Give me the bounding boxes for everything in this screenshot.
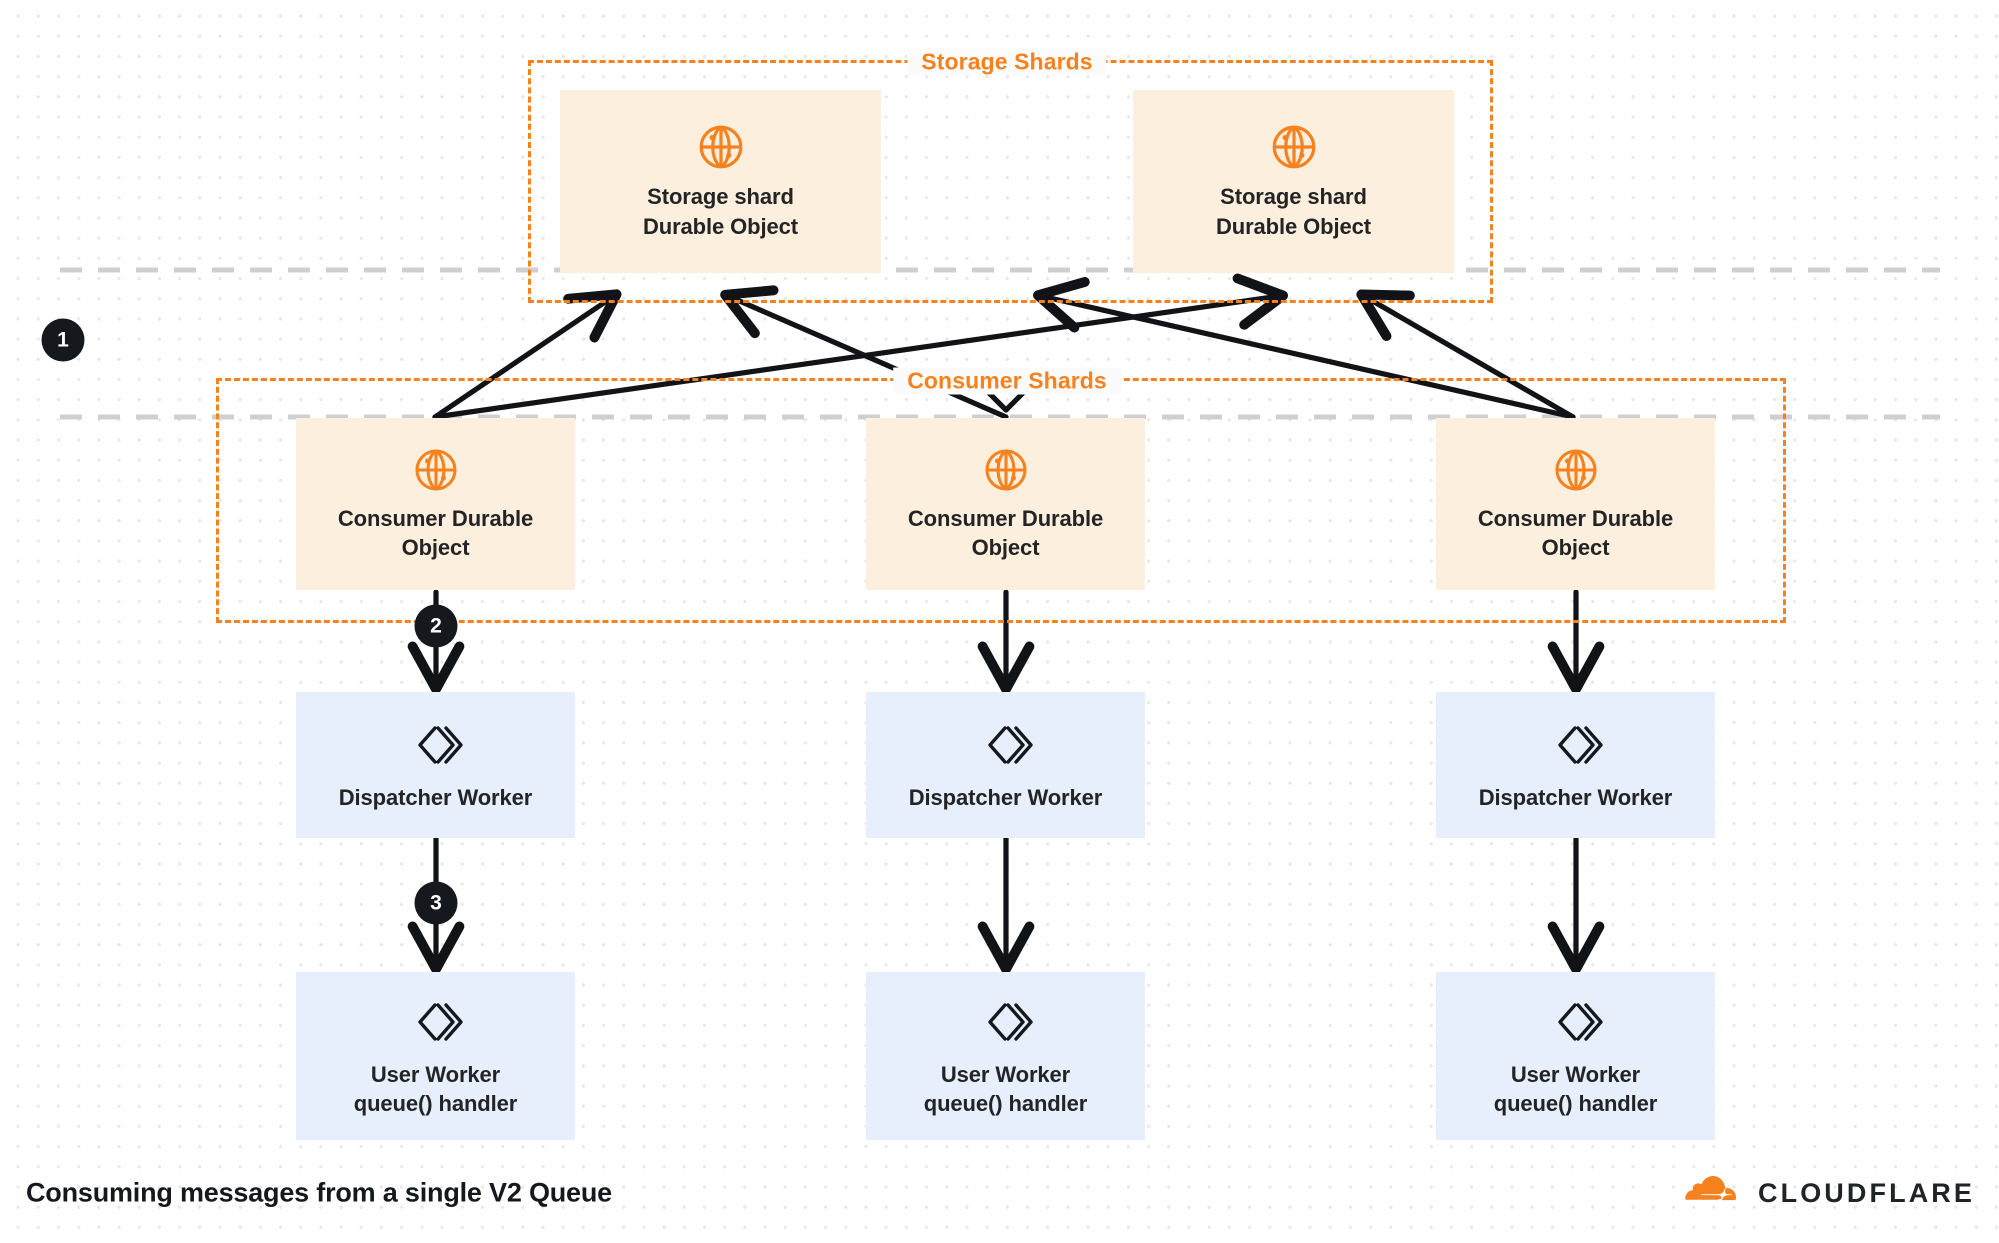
workers-icon	[408, 994, 464, 1050]
user-worker-caption-1: User Worker queue() handler	[353, 1061, 518, 1116]
globe-icon	[1269, 122, 1319, 172]
cloudflare-cloud-icon	[1669, 1173, 1745, 1213]
globe-icon	[412, 446, 460, 494]
workers-icon	[978, 994, 1034, 1050]
step-badge-1: 1	[41, 318, 85, 362]
cloudflare-wordmark: CLOUDFLARE	[1758, 1177, 1975, 1208]
consumer-durable-object-node-1[interactable]: Consumer Durable Object	[296, 418, 575, 590]
storage-shard-node-1[interactable]: Storage shard Durable Object	[560, 90, 881, 273]
group-label-consumer-shards: Consumer Shards	[893, 367, 1121, 395]
dispatcher-worker-node-2[interactable]: Dispatcher Worker	[866, 692, 1145, 838]
consumer-durable-object-caption-3: Consumer Durable Object	[1477, 505, 1674, 560]
dispatcher-worker-node-3[interactable]: Dispatcher Worker	[1436, 692, 1715, 838]
user-worker-node-1[interactable]: User Worker queue() handler	[296, 972, 575, 1140]
globe-icon	[1552, 446, 1600, 494]
step-badge-2: 2	[414, 604, 458, 648]
user-worker-caption-3: User Worker queue() handler	[1493, 1061, 1658, 1116]
dispatcher-worker-caption-1: Dispatcher Worker	[338, 785, 533, 811]
storage-shard-caption-1: Storage shard Durable Object	[642, 184, 799, 239]
dispatcher-worker-node-1[interactable]: Dispatcher Worker	[296, 692, 575, 838]
consumer-durable-object-caption-2: Consumer Durable Object	[907, 505, 1104, 560]
workers-icon	[1548, 994, 1604, 1050]
consumer-durable-object-node-3[interactable]: Consumer Durable Object	[1436, 418, 1715, 590]
storage-shard-node-2[interactable]: Storage shard Durable Object	[1133, 90, 1454, 273]
storage-shard-caption-2: Storage shard Durable Object	[1215, 184, 1372, 239]
consumer-durable-object-caption-1: Consumer Durable Object	[337, 505, 534, 560]
workers-icon	[1548, 717, 1604, 773]
dispatcher-worker-caption-3: Dispatcher Worker	[1478, 785, 1673, 811]
user-worker-node-3[interactable]: User Worker queue() handler	[1436, 972, 1715, 1140]
globe-icon	[696, 122, 746, 172]
workers-icon	[408, 717, 464, 773]
group-label-storage-shards: Storage Shards	[907, 48, 1107, 76]
globe-icon	[982, 446, 1030, 494]
consumer-durable-object-node-2[interactable]: Consumer Durable Object	[866, 418, 1145, 590]
dispatcher-to-user-worker-arrows	[407, 835, 1605, 975]
dispatcher-worker-caption-2: Dispatcher Worker	[908, 785, 1103, 811]
diagram-title: Consuming messages from a single V2 Queu…	[26, 1177, 612, 1208]
user-worker-caption-2: User Worker queue() handler	[923, 1061, 1088, 1116]
user-worker-node-2[interactable]: User Worker queue() handler	[866, 972, 1145, 1140]
workers-icon	[978, 717, 1034, 773]
step-badge-3: 3	[414, 881, 458, 925]
cloudflare-logo: CLOUDFLARE	[1669, 1173, 1975, 1213]
